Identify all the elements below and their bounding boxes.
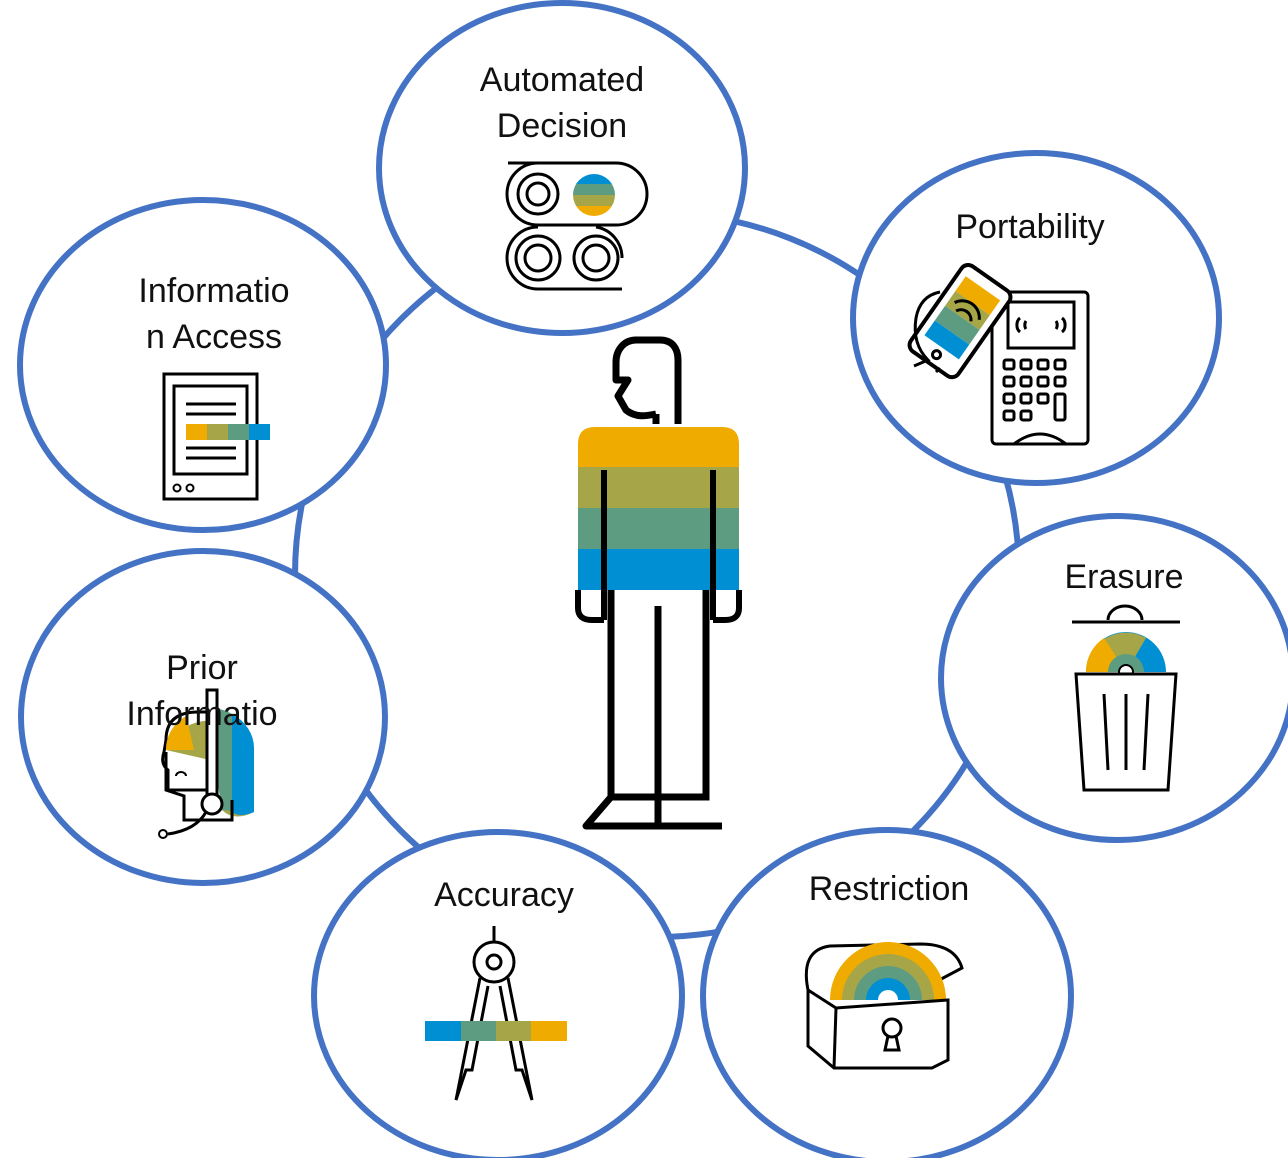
node-label-automated-decision: Automated Decision — [479, 61, 645, 145]
rollers-icon-color-ball — [573, 174, 615, 216]
node-circle-automated-decision — [376, 0, 748, 336]
headset-agent-icon — [158, 688, 254, 839]
node-label-restriction: Restriction — [808, 870, 970, 908]
node-label-prior-information: Prior Informatio — [126, 649, 278, 733]
node-label-portability: Portability — [955, 208, 1105, 246]
node-circle-accuracy — [311, 829, 685, 1158]
rollers-icon — [505, 161, 649, 291]
trash-can-icon — [1072, 604, 1180, 792]
node-circle-portability — [850, 150, 1222, 486]
phone-payment-icon — [907, 262, 1090, 446]
node-label-accuracy: Accuracy — [434, 876, 574, 914]
node-circle-information-access — [17, 197, 389, 533]
node-label-information-access: Informatio n Access — [138, 272, 290, 356]
person-icon — [575, 336, 742, 830]
treasure-chest-icon — [804, 942, 964, 1070]
document-icon — [162, 372, 270, 501]
node-label-erasure: Erasure — [1064, 558, 1184, 596]
compass-icon — [425, 926, 567, 1101]
